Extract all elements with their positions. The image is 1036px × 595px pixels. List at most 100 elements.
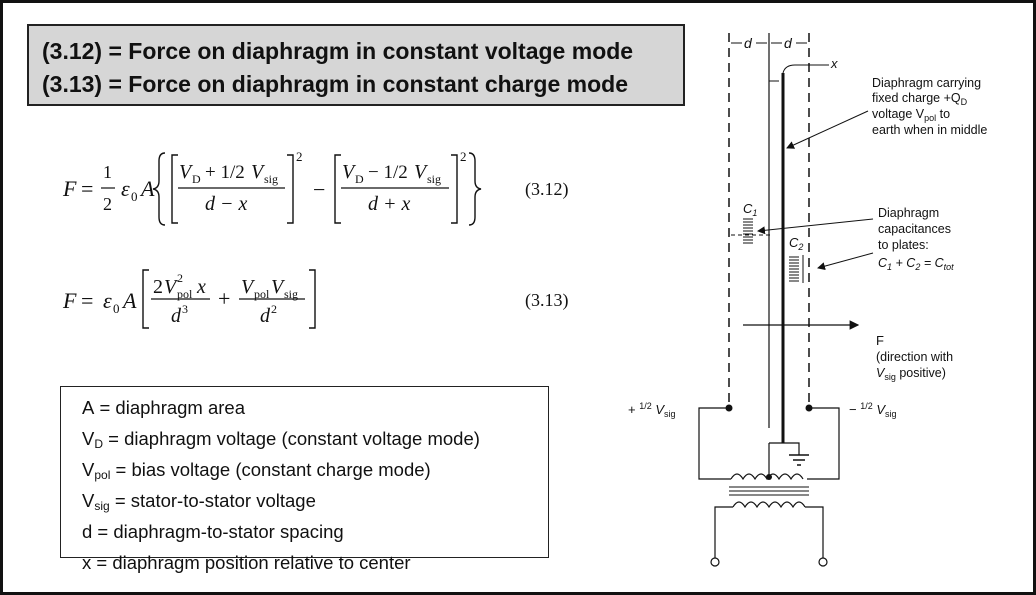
c2-pointer-arrow: [817, 252, 874, 271]
equation-3-13: F = ε 0 A 2 V 2 pol x d 3 + V pol V sig: [62, 269, 569, 329]
eq312-Vsig: V: [251, 161, 266, 183]
title-line-2: (3.13) = Force on diaphragm in constant …: [42, 71, 628, 97]
eq313-Vpol-sub: pol: [254, 287, 270, 301]
eq312-VD-2: V: [342, 161, 357, 183]
d-right-label: d: [784, 35, 793, 51]
eq312-Vsig-sub: sig: [264, 172, 278, 186]
x-leader: [782, 64, 829, 74]
force-note-2: Vsig positive): [876, 366, 946, 382]
eq312-minus: −: [313, 177, 325, 202]
right-signal-label: − 1/2 Vsig: [849, 401, 897, 419]
force-label: F: [876, 333, 884, 348]
c2-capacitor-symbol: [789, 255, 804, 283]
eq312-eps-sub: 0: [131, 189, 138, 204]
equations-area: F = 1 2 ε 0 A V D + 1/2 V sig d − x 2 −: [61, 143, 621, 343]
diaphragm-note-4: earth when in middle: [872, 123, 987, 137]
c2-label: C2: [789, 235, 803, 252]
x-label: x: [830, 56, 838, 71]
eq312-minus-half: − 1/2: [368, 162, 408, 183]
eq313-Vsig: V: [271, 276, 286, 298]
input-terminal-right: [818, 557, 828, 567]
eq313-V-square: 2: [177, 271, 183, 285]
cap-note-1: Diaphragm: [878, 206, 939, 220]
definition-row: x = diaphragm position relative to cente…: [82, 552, 411, 573]
eq313-square: 2: [271, 302, 277, 316]
definition-row: VD = diaphragm voltage (constant voltage…: [82, 428, 480, 451]
eq312-plus-half: + 1/2: [205, 162, 245, 183]
left-wire: [698, 407, 731, 480]
definition-row: Vsig = stator-to-stator voltage: [82, 490, 316, 513]
c1-pointer-arrow: [757, 218, 874, 235]
cap-note-4: C1 + C2 = Ctot: [878, 256, 954, 272]
electrostatic-diagram: d d x Diaphragm carrying fixed charge +Q…: [628, 33, 987, 567]
secondary-left-wire: [714, 506, 733, 558]
eq313-cube: 3: [182, 302, 188, 316]
eq312-equals: =: [81, 176, 93, 201]
eq312-square-2: 2: [460, 149, 467, 164]
title-line-1: (3.12) = Force on diaphragm in constant …: [42, 38, 634, 64]
eq312-F: F: [62, 176, 77, 201]
force-note-1: (direction with: [876, 350, 953, 364]
equations-svg: F = 1 2 ε 0 A V D + 1/2 V sig d − x 2 −: [62, 149, 569, 329]
equation-3-12: F = 1 2 ε 0 A V D + 1/2 V sig d − x 2 −: [62, 149, 569, 226]
eq312-Vsig-2: V: [414, 161, 429, 183]
eq313-A: A: [121, 288, 137, 313]
c1-label: C1: [743, 201, 757, 218]
definition-row: d = diaphragm-to-stator spacing: [82, 521, 344, 542]
eq312-VD-sub-2: D: [355, 172, 364, 186]
left-signal-label: + 1/2 Vsig: [628, 401, 676, 419]
eq312-right-brace: [468, 152, 482, 226]
eq313-x: x: [196, 276, 206, 298]
eq312-right-bracket-1: [287, 154, 294, 224]
eq313-right-bracket: [309, 269, 316, 329]
eq313-number: (3.13): [525, 290, 569, 311]
c1-capacitor-symbol: [731, 218, 773, 244]
definition-row: Vpol = bias voltage (constant charge mod…: [82, 459, 431, 482]
eq313-V-pol-sub: pol: [177, 287, 193, 301]
secondary-right-wire: [805, 506, 824, 558]
ground-icon: [789, 454, 809, 466]
ground-wire: [769, 442, 800, 455]
eq312-A: A: [139, 176, 155, 201]
eq312-left-bracket-1: [171, 154, 178, 224]
eq312-Vsig-sub-2: sig: [427, 172, 441, 186]
eq313-plus: +: [218, 286, 230, 311]
eq312-d-minus-x: d − x: [205, 193, 247, 215]
eq312-left-bracket-2: [334, 154, 341, 224]
transformer-secondary: [732, 501, 806, 509]
right-wire: [807, 407, 840, 480]
eq312-left-brace: [152, 152, 166, 226]
diaphragm-note-2: fixed charge +QD: [872, 91, 968, 107]
eq312-d-plus-x: d + x: [368, 193, 410, 215]
eq312-eps: ε: [121, 176, 130, 201]
eq312-VD: V: [179, 161, 194, 183]
eq312-half-num: 1: [103, 162, 112, 182]
eq312-right-bracket-2: [451, 154, 458, 224]
eq312-half-den: 2: [103, 194, 112, 214]
definitions-box: A = diaphragm area VD = diaphragm voltag…: [60, 386, 549, 573]
eq313-Vsig-sub: sig: [284, 287, 298, 301]
transformer-primary: [730, 473, 804, 481]
diaphragm-pointer-arrow: [786, 110, 869, 149]
d-left-label: d: [744, 35, 753, 51]
eq313-left-bracket: [142, 269, 149, 329]
eq313-d-2: d: [260, 305, 271, 327]
eq313-Vpol: V: [241, 276, 256, 298]
eq313-equals: =: [81, 288, 93, 313]
eq312-VD-sub: D: [192, 172, 201, 186]
diaphragm-note-3: voltage Vpol to: [872, 107, 950, 123]
eq312-square-1: 2: [296, 149, 303, 164]
eq313-d-1: d: [171, 305, 182, 327]
eq312-number: (3.12): [525, 179, 569, 200]
eq313-eps-sub: 0: [113, 301, 120, 316]
eq313-two: 2: [153, 276, 163, 298]
eq313-eps: ε: [103, 288, 112, 313]
title-box: (3.12) = Force on diaphragm in constant …: [27, 24, 685, 106]
eq313-F: F: [62, 288, 77, 313]
eq313-V: V: [164, 276, 179, 298]
definition-row: A = diaphragm area: [82, 397, 246, 418]
cap-note-2: capacitances: [878, 222, 951, 236]
diaphragm-note-1: Diaphragm carrying: [872, 76, 981, 90]
cap-note-3: to plates:: [878, 238, 929, 252]
